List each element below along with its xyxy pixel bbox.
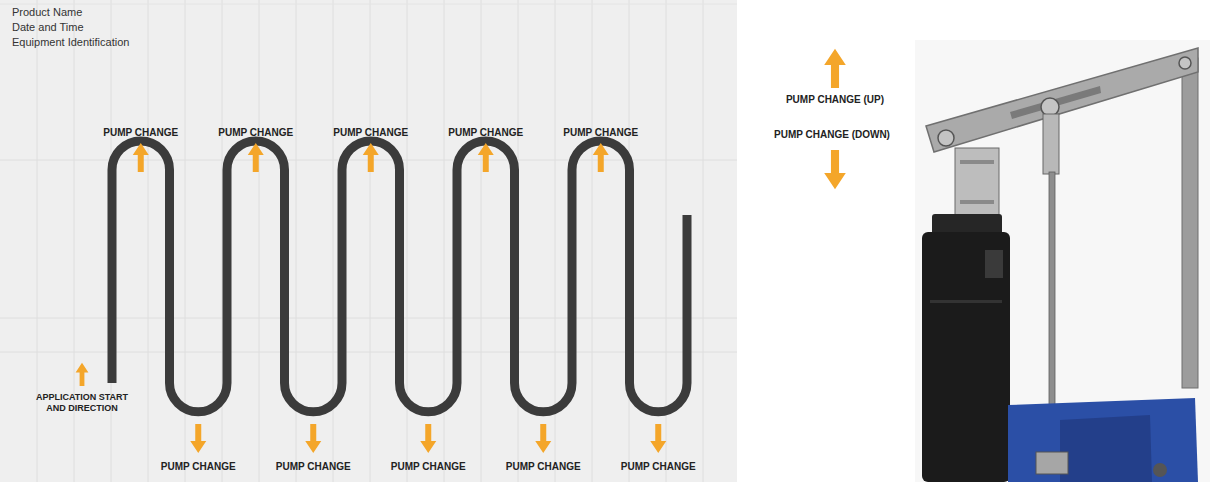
form-field: Date and Time bbox=[12, 21, 212, 34]
pump-change-label: PUMP CHANGE bbox=[143, 461, 253, 473]
pump-photo bbox=[915, 40, 1210, 482]
grid bbox=[0, 0, 737, 482]
start-label: APPLICATION START AND DIRECTION bbox=[32, 392, 132, 414]
pump-change-label: PUMP CHANGE bbox=[431, 127, 541, 139]
pump-change-label: PUMP CHANGE bbox=[86, 127, 196, 139]
pump-change-arrows bbox=[76, 49, 846, 453]
pump-change-label: PUMP CHANGE bbox=[546, 127, 656, 139]
form-field: Product Name bbox=[12, 6, 212, 19]
form-field: Equipment Identification bbox=[12, 36, 212, 49]
application-path bbox=[112, 141, 687, 412]
pump-change-up-label: PUMP CHANGE (UP) bbox=[760, 94, 910, 106]
pump-change-down-label: PUMP CHANGE (DOWN) bbox=[757, 129, 907, 141]
pump-change-label: PUMP CHANGE bbox=[373, 461, 483, 473]
pump-change-label: PUMP CHANGE bbox=[603, 461, 713, 473]
pump-change-label: PUMP CHANGE bbox=[488, 461, 598, 473]
panel-ground bbox=[0, 0, 737, 482]
pump-change-label: PUMP CHANGE bbox=[258, 461, 368, 473]
pump-change-label: PUMP CHANGE bbox=[201, 127, 311, 139]
pump-change-label: PUMP CHANGE bbox=[316, 127, 426, 139]
